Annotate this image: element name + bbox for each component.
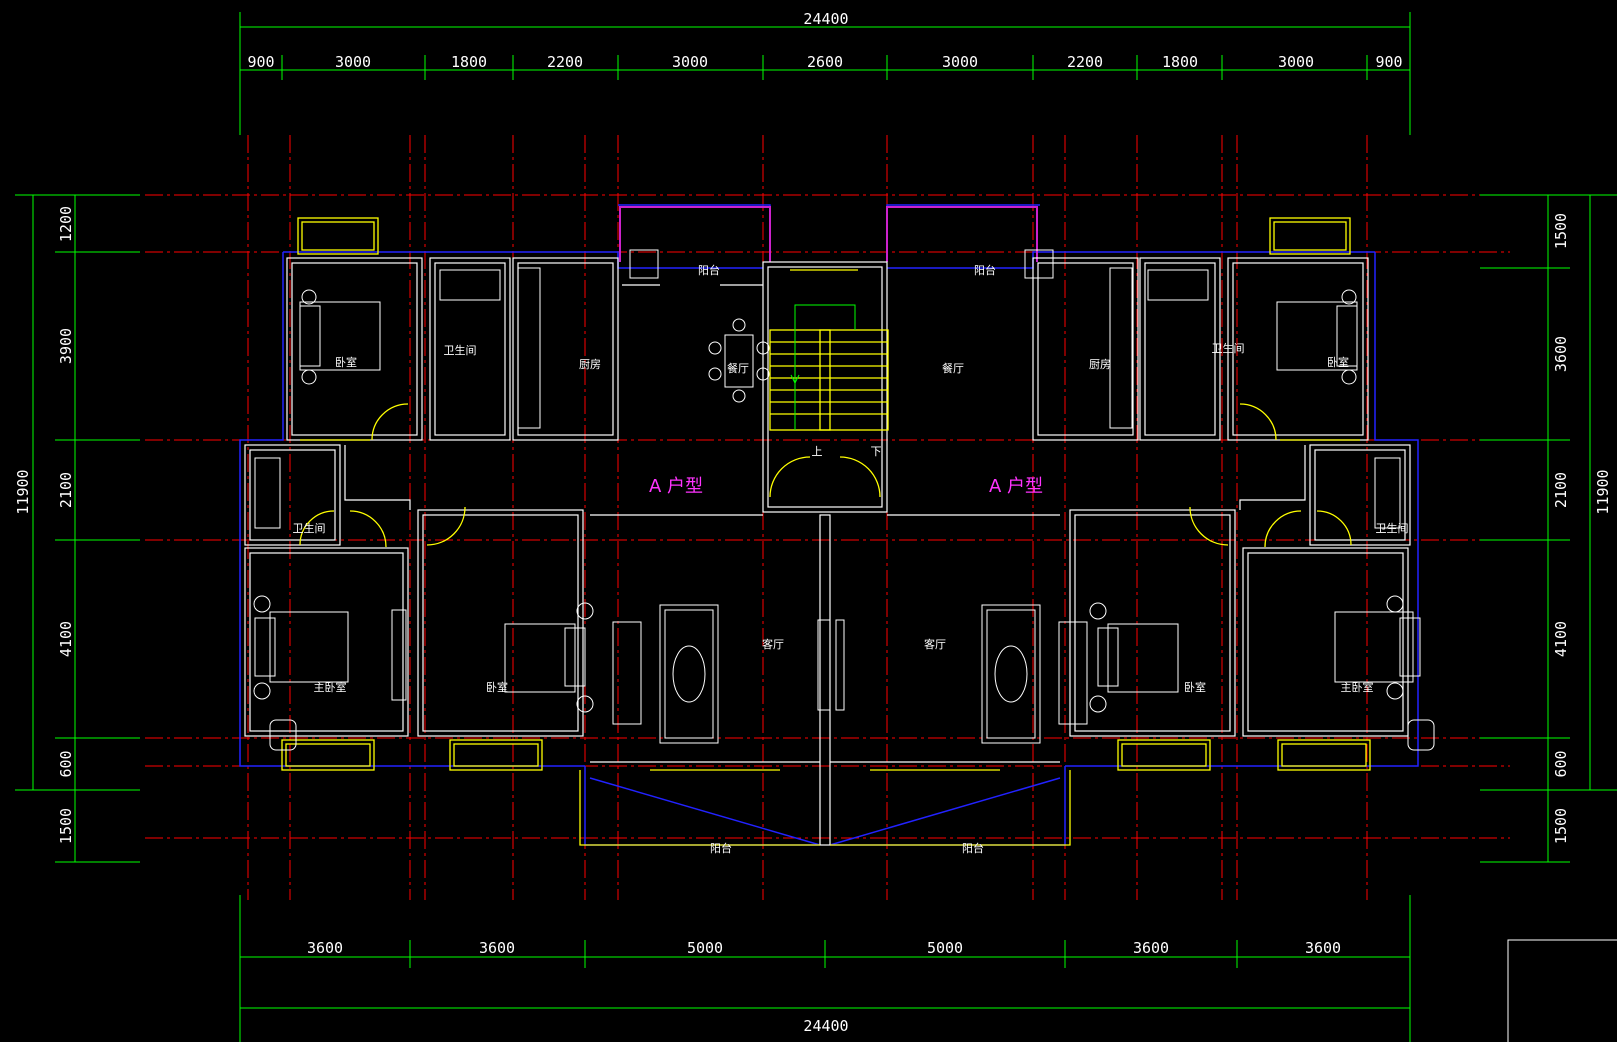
left-dim-1: 1200 <box>57 206 75 242</box>
label-master-bedroom-right: 主卧室 <box>1341 680 1374 694</box>
label-master-bedroom-left: 主卧室 <box>314 680 347 694</box>
label-bedroom-upper-left: 卧室 <box>335 355 357 369</box>
label-stair-up: 上 <box>812 445 823 458</box>
label-bathroom-upper-left: 卫生间 <box>444 343 477 357</box>
right-dim-6: 1500 <box>1552 808 1570 844</box>
top-dim-4: 2200 <box>547 53 583 71</box>
label-bedroom-lower-left: 卧室 <box>486 680 508 694</box>
unit-type-labels: A 户型 A 户型 <box>649 476 1043 497</box>
top-dim-2: 3000 <box>335 53 371 71</box>
right-dim-1: 1500 <box>1552 213 1570 249</box>
right-dim-4: 4100 <box>1552 621 1570 657</box>
room-labels: 卧室 卫生间 厨房 餐厅 阳台 卫生间 主卧室 卧室 客厅 阳台 上 下 阳台 … <box>293 263 1409 855</box>
walls <box>244 257 1411 846</box>
label-balcony-lower-left: 阳台 <box>710 841 732 855</box>
label-bathroom-corridor-right: 卫生间 <box>1376 521 1409 535</box>
left-dim-4: 4100 <box>57 621 75 657</box>
left-dim-6: 1500 <box>57 808 75 844</box>
top-dim-7: 3000 <box>942 53 978 71</box>
top-dim-11: 900 <box>1375 53 1402 71</box>
top-dim-3: 1800 <box>451 53 487 71</box>
label-bathroom-corridor-left: 卫生间 <box>293 521 326 535</box>
label-balcony-lower-right: 阳台 <box>962 841 984 855</box>
dimension-labels: 24400 900 3000 1800 2200 3000 2600 3000 … <box>14 10 1612 1035</box>
bottom-dim-2: 3600 <box>479 939 515 957</box>
label-bedroom-upper-right: 卧室 <box>1327 355 1349 369</box>
label-balcony-upper-left: 阳台 <box>698 263 720 277</box>
total-depth-left: 11900 <box>14 469 32 514</box>
total-width-bottom: 24400 <box>803 1017 848 1035</box>
label-kitchen-left: 厨房 <box>579 358 601 371</box>
bottom-dim-3: 5000 <box>687 939 723 957</box>
bottom-dim-5: 3600 <box>1133 939 1169 957</box>
bottom-dim-6: 3600 <box>1305 939 1341 957</box>
right-dim-2: 3600 <box>1552 336 1570 372</box>
top-dim-8: 2200 <box>1067 53 1103 71</box>
label-dining-left: 餐厅 <box>727 361 749 375</box>
left-dim-3: 2100 <box>57 472 75 508</box>
top-dim-5: 3000 <box>672 53 708 71</box>
right-dim-3: 2100 <box>1552 472 1570 508</box>
total-depth-right: 11900 <box>1594 469 1612 514</box>
label-stair-down: 下 <box>871 445 882 458</box>
left-dim-5: 600 <box>57 750 75 777</box>
label-bathroom-upper-right: 卫生间 <box>1212 341 1245 355</box>
label-living-left: 客厅 <box>762 637 784 651</box>
top-dim-6: 2600 <box>807 53 843 71</box>
label-balcony-upper-right: 阳台 <box>974 263 996 277</box>
balcony-frames <box>619 206 1038 262</box>
unit-type-right: A 户型 <box>989 476 1043 497</box>
title-block-corner <box>1507 939 1617 1042</box>
label-dining-right: 餐厅 <box>942 361 964 375</box>
left-dim-2: 3900 <box>57 328 75 364</box>
unit-type-left: A 户型 <box>649 476 703 497</box>
top-dim-10: 3000 <box>1278 53 1314 71</box>
bottom-dim-4: 5000 <box>927 939 963 957</box>
top-dim-9: 1800 <box>1162 53 1198 71</box>
furniture <box>253 249 1435 751</box>
bottom-dim-1: 3600 <box>307 939 343 957</box>
fixtures <box>281 217 1371 846</box>
dimension-lines <box>15 12 1617 1042</box>
stair-arrow <box>790 304 856 430</box>
total-width-top: 24400 <box>803 10 848 28</box>
label-kitchen-right: 厨房 <box>1089 358 1111 371</box>
right-dim-5: 600 <box>1552 750 1570 777</box>
label-bedroom-lower-right: 卧室 <box>1184 680 1206 694</box>
top-dim-1: 900 <box>247 53 274 71</box>
label-living-right: 客厅 <box>924 637 946 651</box>
